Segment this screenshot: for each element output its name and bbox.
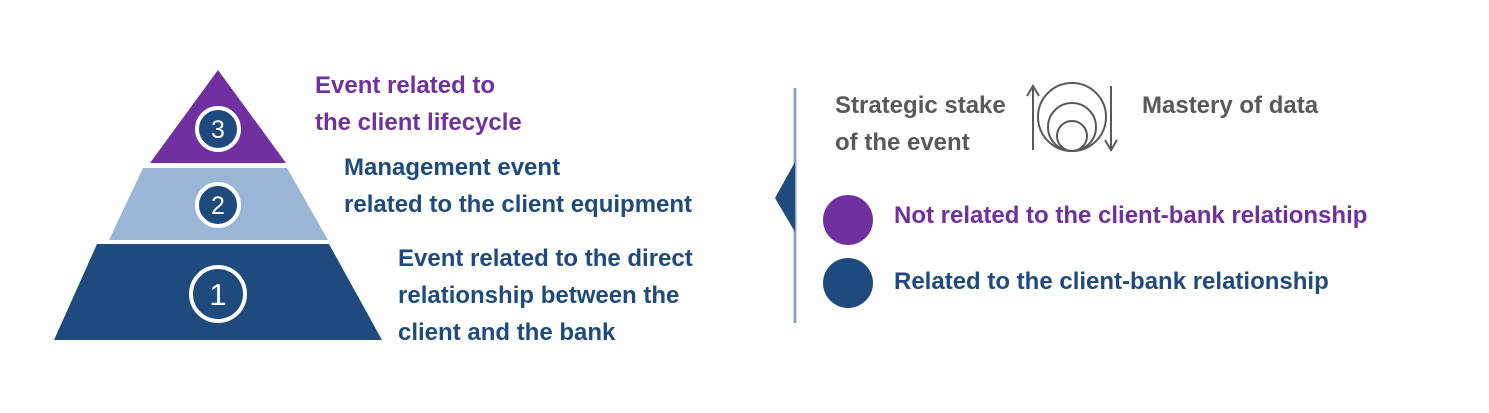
concentric-circles-icon: [1037, 82, 1107, 152]
strategic-stake-label: Strategic stake of the event: [835, 87, 1006, 161]
level-number-2: 2: [211, 192, 225, 220]
legend-dot-navy: [823, 258, 873, 308]
level-1-label: Event related to the direct relationship…: [398, 240, 693, 351]
level-3-label-line-2: the client lifecycle: [315, 109, 522, 136]
level-2-label-line-2: related to the client equipment: [344, 191, 693, 218]
level-number-3: 3: [211, 116, 225, 144]
level-badge-1: 1: [189, 265, 247, 323]
level-badge-3: 3: [195, 106, 241, 152]
legend-label-not-related: Not related to the client-bank relations…: [894, 202, 1368, 229]
mastery-of-data-label: Mastery of data: [1142, 92, 1319, 119]
legend-dot-purple: [823, 195, 873, 245]
legend-label-related: Related to the client-bank relationship: [894, 268, 1329, 295]
arrow-down-icon: [1104, 86, 1118, 152]
level-2-label-line-1: Management event: [344, 154, 561, 181]
divider-pointer: [775, 162, 795, 232]
level-badge-2: 2: [195, 182, 241, 228]
level-3-label: Event related to the client lifecycle: [315, 67, 522, 141]
level-1-label-line-1: Event related to the direct: [398, 245, 693, 272]
level-1-label-line-3: client and the bank: [398, 319, 616, 346]
level-2-label: Management event related to the client e…: [344, 149, 692, 223]
level-number-1: 1: [209, 277, 226, 312]
level-1-label-line-2: relationship between the: [398, 282, 680, 309]
strategic-stake-line-1: Strategic stake: [835, 92, 1006, 119]
strategic-stake-line-2: of the event: [835, 129, 970, 156]
arrow-up-icon: [1026, 84, 1040, 150]
level-3-label-line-1: Event related to: [315, 72, 496, 99]
